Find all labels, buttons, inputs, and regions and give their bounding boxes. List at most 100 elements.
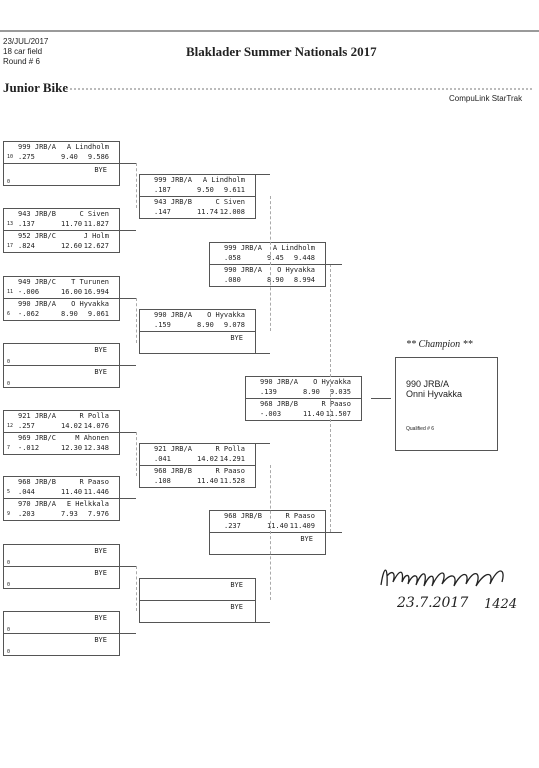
racer-id: 990 JRB/A — [260, 378, 298, 386]
elapsed-time: 14.076 — [83, 422, 109, 430]
reaction-time: .044 — [18, 488, 35, 496]
racer-id: 969 JRB/C — [18, 434, 56, 442]
racer-id: 990 JRB/A — [154, 311, 192, 319]
match-slot-bottom: BYE 0 — [4, 634, 119, 656]
reaction-time: .147 — [154, 208, 171, 216]
champion-qualified: Qualified # 6 — [406, 426, 435, 432]
racer-id: 952 JRB/C — [18, 232, 56, 240]
racer-name: T Turunen — [71, 278, 109, 286]
seed-number: 13 — [7, 221, 14, 227]
elapsed-time: 12.627 — [83, 242, 109, 250]
seed-number: 12 — [7, 423, 14, 429]
dial-in: 11.40 — [267, 522, 289, 530]
racer-name: C Siven — [215, 198, 245, 206]
dial-in: 12.30 — [61, 444, 83, 452]
racer-name: O Hyvakka — [207, 311, 245, 319]
bye-label: BYE — [230, 334, 243, 342]
signature-date: 23.7.2017 — [397, 595, 469, 611]
racer-name: A Lindholm — [202, 176, 245, 184]
elapsed-time: 9.035 — [329, 388, 351, 396]
dial-in: 8.90 — [267, 276, 284, 284]
racer-name: A Lindholm — [272, 244, 315, 252]
reaction-time: -.062 — [18, 310, 40, 318]
seed-number: 0 — [7, 179, 11, 185]
reaction-time: .139 — [260, 388, 277, 396]
connector-line — [256, 353, 270, 354]
reaction-time: .041 — [154, 455, 171, 463]
reaction-time: -.003 — [260, 410, 282, 418]
champion-id: 990 JRB/A — [406, 379, 450, 389]
elapsed-time: 9.586 — [87, 153, 109, 161]
connector-line — [326, 264, 342, 265]
bye-label: BYE — [94, 636, 107, 644]
dial-in: 9.45 — [267, 254, 284, 262]
bye-label: BYE — [230, 581, 243, 589]
connector-dash — [136, 566, 137, 611]
racer-name: R Paaso — [79, 478, 109, 486]
bye-label: BYE — [94, 569, 107, 577]
elapsed-time: 9.078 — [223, 321, 245, 329]
racer-name: R Paaso — [215, 467, 245, 475]
bye-label: BYE — [94, 368, 107, 376]
racer-id: 949 JRB/C — [18, 278, 56, 286]
bye-label: BYE — [94, 346, 107, 354]
elapsed-time: 8.994 — [293, 276, 315, 284]
racer-name: J Holm — [83, 232, 109, 240]
dial-in: 11.74 — [197, 208, 219, 216]
seed-number: 0 — [7, 359, 11, 365]
elapsed-time: 11.409 — [289, 522, 315, 530]
reaction-time: -.006 — [18, 288, 40, 296]
signature-time: 1424 — [484, 597, 518, 612]
seed-number: 10 — [7, 154, 14, 160]
racer-name: R Paaso — [285, 512, 315, 520]
connector-line — [120, 633, 136, 634]
bye-label: BYE — [300, 535, 313, 543]
elapsed-time: 12.348 — [83, 444, 109, 452]
racer-id: 990 JRB/A — [18, 300, 56, 308]
reaction-time: .824 — [18, 242, 35, 250]
seed-number: 0 — [7, 627, 11, 633]
dial-in: 14.02 — [61, 422, 83, 430]
reaction-time: -.012 — [18, 444, 40, 452]
elapsed-time: 11.827 — [83, 220, 109, 228]
champion-box: ** Champion ** 990 JRB/A Onni Hyvakka Qu… — [395, 339, 498, 451]
signature-scribble — [380, 569, 504, 587]
seed-number: 0 — [7, 582, 11, 588]
bye-label: BYE — [230, 603, 243, 611]
dial-in: 8.90 — [303, 388, 320, 396]
connector-line — [120, 365, 136, 366]
bye-label: BYE — [94, 166, 107, 174]
seed-number: 0 — [7, 381, 11, 387]
reaction-time: .159 — [154, 321, 171, 329]
match-slot-bottom: BYE — [210, 533, 325, 555]
system-label: CompuLink StarTrak — [449, 94, 523, 103]
connector-line — [256, 443, 270, 444]
elapsed-time: 16.994 — [83, 288, 109, 296]
field-label: 18 car field — [3, 47, 43, 56]
dial-in: 11.40 — [61, 488, 83, 496]
bye-label: BYE — [94, 614, 107, 622]
dial-in: 16.00 — [61, 288, 83, 296]
racer-id: 943 JRB/B — [18, 210, 56, 218]
dial-in: 9.40 — [61, 153, 78, 161]
match-slot-top: BYE — [140, 579, 255, 601]
seed-number: 0 — [7, 649, 11, 655]
racer-id: 968 JRB/B — [18, 478, 56, 486]
dial-in: 11.70 — [61, 220, 83, 228]
racer-name: O Hyvakka — [277, 266, 315, 274]
reaction-time: .257 — [18, 422, 35, 430]
